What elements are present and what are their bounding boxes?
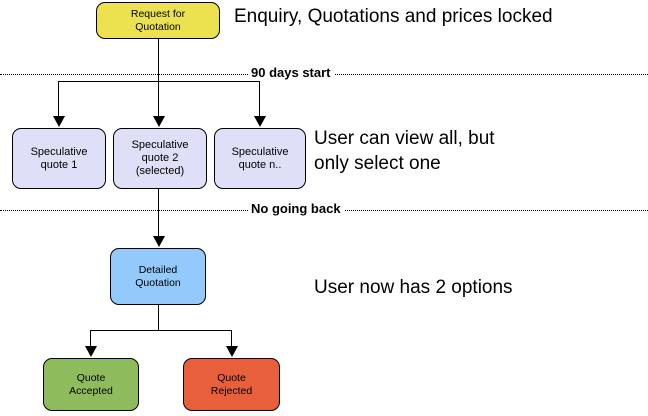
node-quote-rejected[interactable]: Quote Rejected (183, 358, 280, 411)
node-quote-accepted-label: Quote Accepted (69, 372, 113, 397)
node-speculative-quote-1-label: Speculative quote 1 (30, 145, 88, 171)
arrowhead-to-spec2 (153, 116, 165, 127)
arrowhead-to-rejected (226, 346, 238, 357)
node-speculative-quote-2-selected[interactable]: Speculative quote 2 (selected) (113, 128, 207, 189)
connector-detailed-stem (158, 305, 159, 331)
phase-divider-90-days-label: 90 days start (248, 65, 334, 80)
connector-to-rejected (231, 330, 232, 347)
node-quote-accepted[interactable]: Quote Accepted (43, 358, 139, 411)
arrowhead-to-spec3 (254, 116, 266, 127)
node-request-for-quotation[interactable]: Request for Quotation (96, 2, 220, 39)
node-speculative-quote-n-label: Speculative quote n.. (231, 145, 289, 171)
annotation-enquiry-locked: Enquiry, Quotations and prices locked (234, 6, 553, 27)
node-speculative-quote-n[interactable]: Speculative quote n.. (214, 128, 306, 189)
node-speculative-quote-2-label: Speculative quote 2 (selected) (131, 139, 189, 177)
node-request-for-quotation-label: Request for Quotation (130, 8, 186, 33)
connector-to-spec3 (259, 81, 260, 117)
arrowhead-to-detailed (153, 236, 165, 247)
annotation-view-all-select-one: User can view all, but only select one (314, 128, 495, 174)
connector-to-spec2 (158, 81, 159, 117)
connector-rfq-stem (158, 38, 159, 82)
arrowhead-to-spec1 (53, 116, 65, 127)
connector-to-spec1 (58, 81, 59, 117)
node-speculative-quote-1[interactable]: Speculative quote 1 (12, 128, 106, 189)
phase-divider-no-going-back-label: No going back (248, 201, 344, 216)
arrowhead-to-accepted (85, 346, 97, 357)
node-detailed-quotation[interactable]: Detailed Quotation (110, 248, 206, 305)
node-detailed-quotation-label: Detailed Quotation (135, 264, 181, 289)
annotation-two-options: User now has 2 options (314, 277, 513, 298)
node-quote-rejected-label: Quote Rejected (210, 372, 253, 397)
connector-spec2-to-detailed (158, 189, 159, 237)
connector-outcome-bus (90, 330, 232, 331)
connector-to-accepted (90, 330, 91, 347)
